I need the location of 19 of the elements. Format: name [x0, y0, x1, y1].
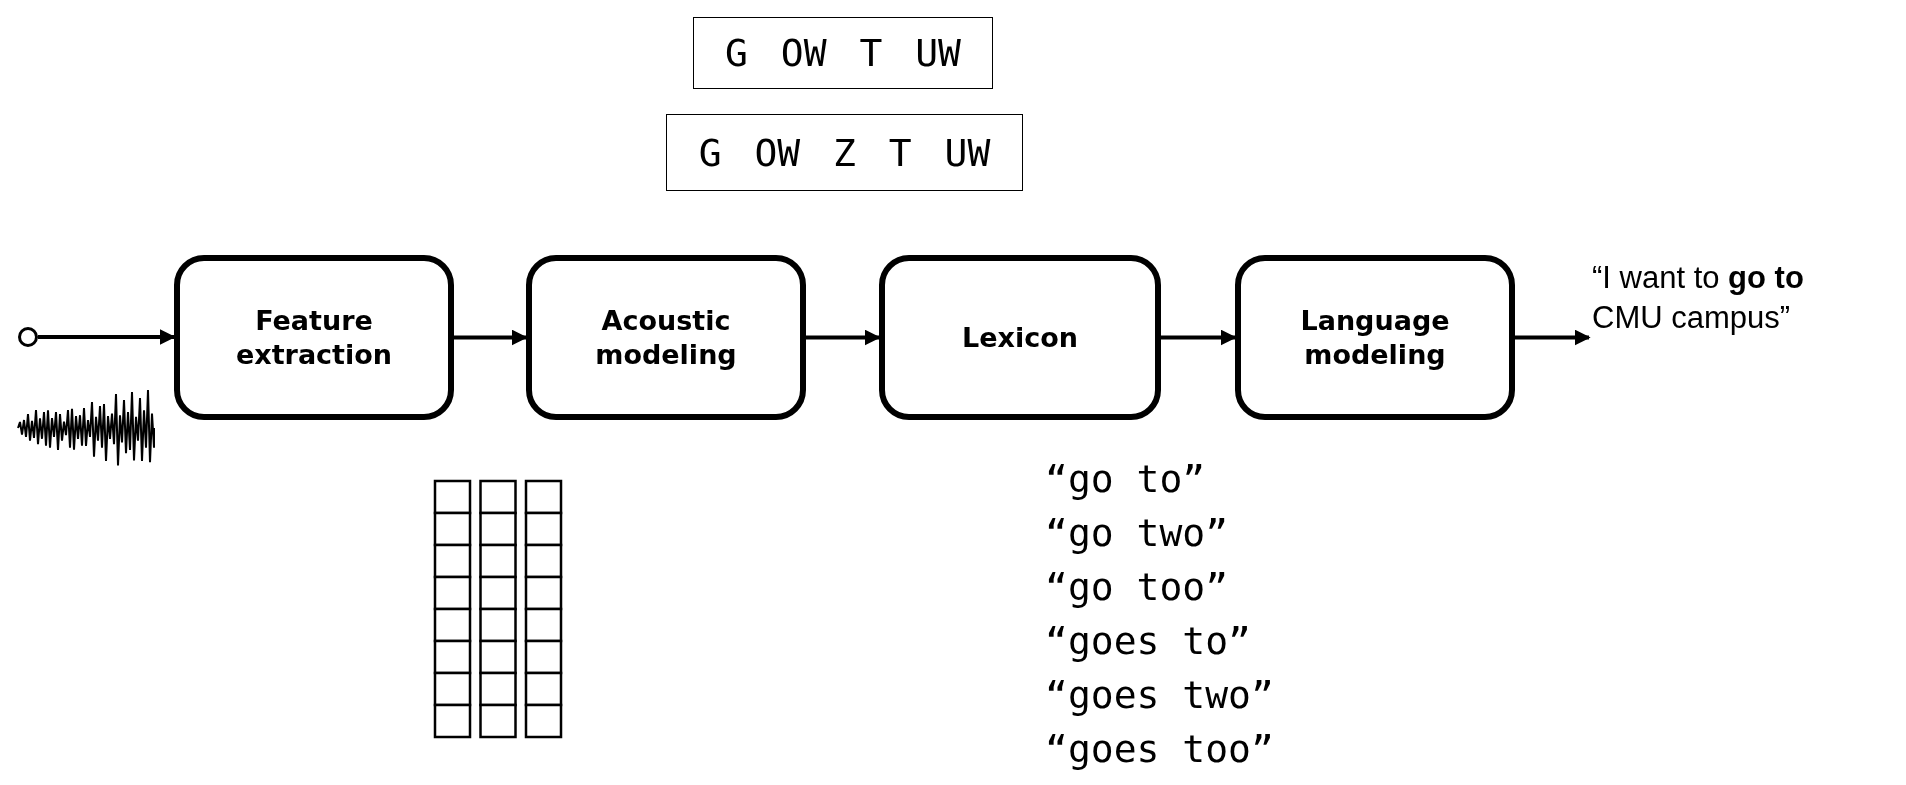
word-hypothesis: “goes two” — [1045, 676, 1274, 714]
input-circle — [18, 327, 38, 347]
arrow — [1515, 329, 1591, 346]
phoneme-box: G OW Z T UW — [666, 114, 1023, 191]
phoneme-box: G OW T UW — [693, 17, 993, 89]
process-box: Lexicon — [879, 255, 1161, 420]
process-box: Acoustic modeling — [526, 255, 806, 420]
arrow — [454, 329, 528, 346]
output-sentence: “I want to go to CMU campus” — [1592, 253, 1872, 343]
word-hypothesis: “go to” — [1045, 460, 1206, 498]
arrow — [38, 329, 176, 345]
process-box: Language modeling — [1235, 255, 1515, 420]
word-hypothesis: “go too” — [1045, 568, 1229, 606]
arrow — [1161, 329, 1237, 346]
process-box: Feature extraction — [174, 255, 454, 420]
word-hypothesis: “goes to” — [1045, 622, 1251, 660]
word-hypothesis: “go two” — [1045, 514, 1229, 552]
word-hypothesis: “goes too” — [1045, 730, 1274, 768]
arrow — [806, 329, 881, 346]
